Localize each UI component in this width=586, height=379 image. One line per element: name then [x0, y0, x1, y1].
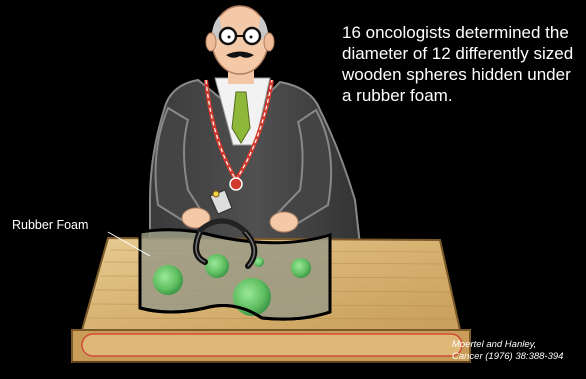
sphere — [205, 254, 229, 278]
sphere — [233, 278, 271, 316]
caption-text: 16 oncologists determined the diameter o… — [342, 22, 580, 106]
rubber-foam-sheet — [140, 230, 330, 319]
rubber-foam-label: Rubber Foam — [12, 218, 88, 232]
oncologist-figure — [150, 6, 360, 245]
sphere — [153, 265, 183, 295]
sphere — [291, 258, 311, 278]
citation: Moertel and Hanley, Cancer (1976) 38:388… — [452, 339, 586, 363]
citation-line-1: Moertel and Hanley, — [452, 339, 586, 351]
lanyard-badge — [230, 178, 242, 190]
citation-line-2: Cancer (1976) 38:388-394 — [452, 351, 586, 363]
